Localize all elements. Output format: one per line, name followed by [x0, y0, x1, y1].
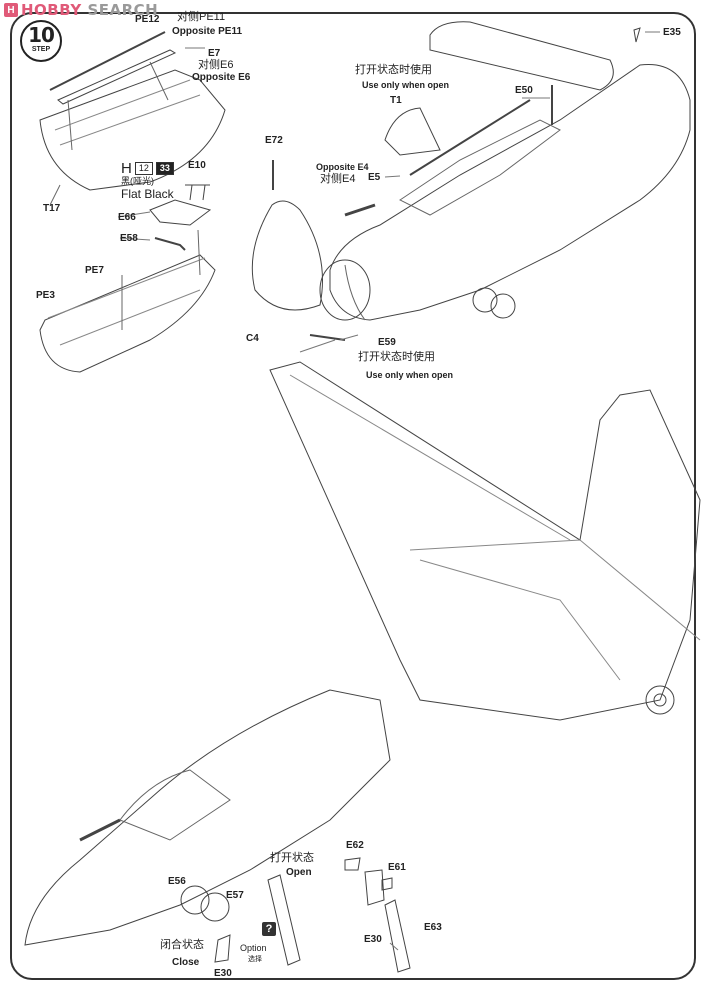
state-close-cn: 闭合状态: [160, 939, 204, 951]
hobby-search-logo-icon: H: [4, 3, 18, 17]
part-label-e66: E66: [118, 212, 136, 223]
watermark-brand-part1: HOBBY: [21, 1, 82, 19]
leader-lines: [117, 31, 660, 951]
step-number: 10: [28, 23, 55, 47]
step-badge: 10 STEP: [20, 20, 62, 62]
seat-parts: [149, 184, 212, 251]
step-label: STEP: [31, 46, 51, 53]
option-label-en: Option: [240, 943, 267, 953]
part-label-e35: E35: [663, 27, 681, 38]
part-label-pe12: PE12: [135, 14, 160, 25]
nose-cone-radome: [251, 160, 346, 341]
part-label-e63: E63: [424, 922, 442, 933]
note-use-open-en-mid: Use only when open: [366, 370, 454, 380]
part-label-e7: E7: [208, 48, 221, 59]
part-label-e10: E10: [188, 160, 206, 171]
note-use-open-en-top: Use only when open: [362, 80, 450, 90]
state-close-en: Close: [172, 957, 200, 968]
part-label-t17: T17: [43, 203, 61, 214]
paint-callout: H 12 33: [121, 160, 174, 177]
paint-code-2: 33: [155, 162, 174, 175]
part-label-c4: C4: [246, 333, 259, 344]
upper-fairing-assembly: [39, 31, 226, 206]
state-open-en: Open: [286, 867, 312, 878]
part-label-pe11-cn: 对侧PE11: [177, 11, 226, 23]
paint-name-en: Flat Black: [121, 187, 174, 201]
watermark: H HOBBY SEARCH: [4, 1, 158, 19]
lower-fairing-assembly: [39, 229, 216, 373]
part-label-pe11-en: Opposite PE11: [172, 26, 243, 37]
landing-gear-doors: [214, 857, 411, 973]
wing-and-rear-fuselage: [269, 361, 701, 721]
part-label-e6-en: Opposite E6: [192, 72, 251, 83]
option-question-icon: ?: [262, 922, 276, 936]
part-label-pe3: PE3: [36, 290, 55, 301]
instruction-frame: [10, 12, 696, 980]
forward-fuselage: [319, 21, 691, 321]
part-label-e6-cn: 对侧E6: [198, 59, 234, 71]
watermark-brand-part2: SEARCH: [81, 1, 159, 19]
assembled-forward-fuselage: [24, 689, 391, 946]
part-label-e57: E57: [226, 890, 244, 901]
part-label-e62: E62: [346, 840, 364, 851]
part-label-e58: E58: [120, 233, 138, 244]
note-use-open-cn-top: 打开状态时使用: [355, 64, 432, 76]
part-label-e4-cn: 对侧E4: [320, 173, 356, 185]
state-open-cn: 打开状态: [270, 852, 314, 864]
part-label-e30-right: E30: [364, 934, 382, 945]
option-label-cn: 选择: [248, 956, 262, 963]
part-label-t1: T1: [390, 95, 402, 106]
part-label-e5: E5: [368, 172, 381, 183]
part-label-e30-left: E30: [214, 968, 232, 979]
part-label-pe7: PE7: [85, 265, 104, 276]
part-label-e50: E50: [515, 85, 533, 96]
part-label-e61: E61: [388, 862, 406, 873]
part-label-e4-en: Opposite E4: [316, 162, 369, 172]
part-label-e59: E59: [378, 337, 396, 348]
part-label-e56: E56: [168, 876, 186, 887]
part-label-e72: E72: [265, 135, 283, 146]
paint-brand-prefix: H: [121, 160, 132, 177]
paint-code-1: 12: [134, 162, 153, 175]
paint-name-cn: 黑(哑光): [121, 176, 154, 186]
note-use-open-cn-mid: 打开状态时使用: [358, 351, 435, 363]
